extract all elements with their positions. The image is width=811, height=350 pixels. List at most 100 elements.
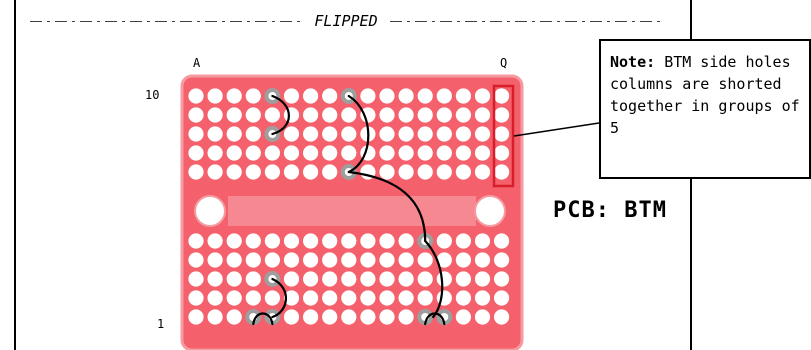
hole <box>436 271 452 287</box>
hole <box>322 126 338 142</box>
hole <box>341 252 357 268</box>
hole <box>417 252 433 268</box>
hole <box>226 88 242 104</box>
hole <box>474 233 491 249</box>
hole <box>207 309 223 325</box>
hole <box>303 126 319 142</box>
hole <box>379 252 395 268</box>
frame-divider-line-lower <box>690 178 692 350</box>
mounting-hole-left <box>194 195 226 227</box>
hole <box>379 290 395 306</box>
heading-bar: FLIPPED <box>30 4 662 38</box>
row-label-top: 10 <box>145 88 160 102</box>
hole <box>303 107 319 123</box>
hole <box>226 126 242 142</box>
hole <box>245 271 261 287</box>
hole <box>245 126 261 142</box>
column-label-last: Q <box>500 56 508 70</box>
hole <box>245 145 261 161</box>
hole <box>379 145 395 161</box>
hole <box>226 107 242 123</box>
hole <box>303 145 319 161</box>
hole <box>188 107 204 123</box>
hole <box>379 126 395 142</box>
wire-top-long <box>347 94 370 174</box>
hole <box>207 126 223 142</box>
column-label-first: A <box>193 56 201 70</box>
hole <box>379 309 395 325</box>
hole <box>207 252 223 268</box>
hole <box>436 290 452 306</box>
note-leader-line <box>513 122 600 137</box>
hole <box>245 252 261 268</box>
hole <box>303 233 319 249</box>
hole <box>360 271 376 287</box>
hole <box>245 290 261 306</box>
hole <box>303 164 319 180</box>
hole <box>264 252 280 268</box>
hole <box>283 309 300 325</box>
hole <box>360 233 376 249</box>
hole <box>474 126 491 142</box>
hole <box>360 88 376 104</box>
hole <box>455 290 471 306</box>
hole <box>283 88 300 104</box>
hole <box>379 88 395 104</box>
hole <box>264 233 280 249</box>
hole <box>226 145 242 161</box>
hole <box>455 252 471 268</box>
hole <box>474 164 491 180</box>
hole <box>455 107 471 123</box>
hole <box>188 252 204 268</box>
hole <box>379 164 395 180</box>
hole <box>245 164 261 180</box>
hole <box>494 271 510 287</box>
hole <box>322 88 338 104</box>
hole <box>436 126 452 142</box>
hole <box>283 290 300 306</box>
hole <box>207 107 223 123</box>
hole <box>226 252 242 268</box>
hole <box>455 309 471 325</box>
hole <box>474 145 491 161</box>
hole <box>379 107 395 123</box>
hole <box>322 233 338 249</box>
hole <box>226 309 242 325</box>
hole <box>303 252 319 268</box>
hole <box>264 145 280 161</box>
hole <box>398 145 414 161</box>
hole <box>188 145 204 161</box>
hole <box>455 233 471 249</box>
hole <box>322 271 338 287</box>
hole <box>379 271 395 287</box>
pcb-center-channel <box>228 196 476 226</box>
hole <box>207 233 223 249</box>
hole <box>398 271 414 287</box>
hole <box>283 271 300 287</box>
hole <box>341 271 357 287</box>
hole <box>494 126 510 142</box>
hole <box>264 290 280 306</box>
hole-grid <box>188 88 510 325</box>
mounting-hole-right <box>474 195 506 227</box>
jumper-wires <box>252 94 446 326</box>
hole <box>417 290 433 306</box>
hole <box>188 126 204 142</box>
row-label-bottom: 1 <box>157 317 165 331</box>
wire-top-to-bottom <box>347 170 427 243</box>
hole <box>303 309 319 325</box>
hole <box>494 233 510 249</box>
hole <box>283 252 300 268</box>
hole <box>436 88 452 104</box>
note-callout: Note: BTM side holes columns are shorted… <box>599 39 811 179</box>
wire-bottom-short <box>271 277 287 319</box>
wire-top-short <box>271 94 290 136</box>
hole <box>494 88 510 104</box>
hole <box>474 290 491 306</box>
hole <box>455 145 471 161</box>
hole <box>398 164 414 180</box>
hole <box>417 145 433 161</box>
hole <box>417 107 433 123</box>
hole <box>322 252 338 268</box>
